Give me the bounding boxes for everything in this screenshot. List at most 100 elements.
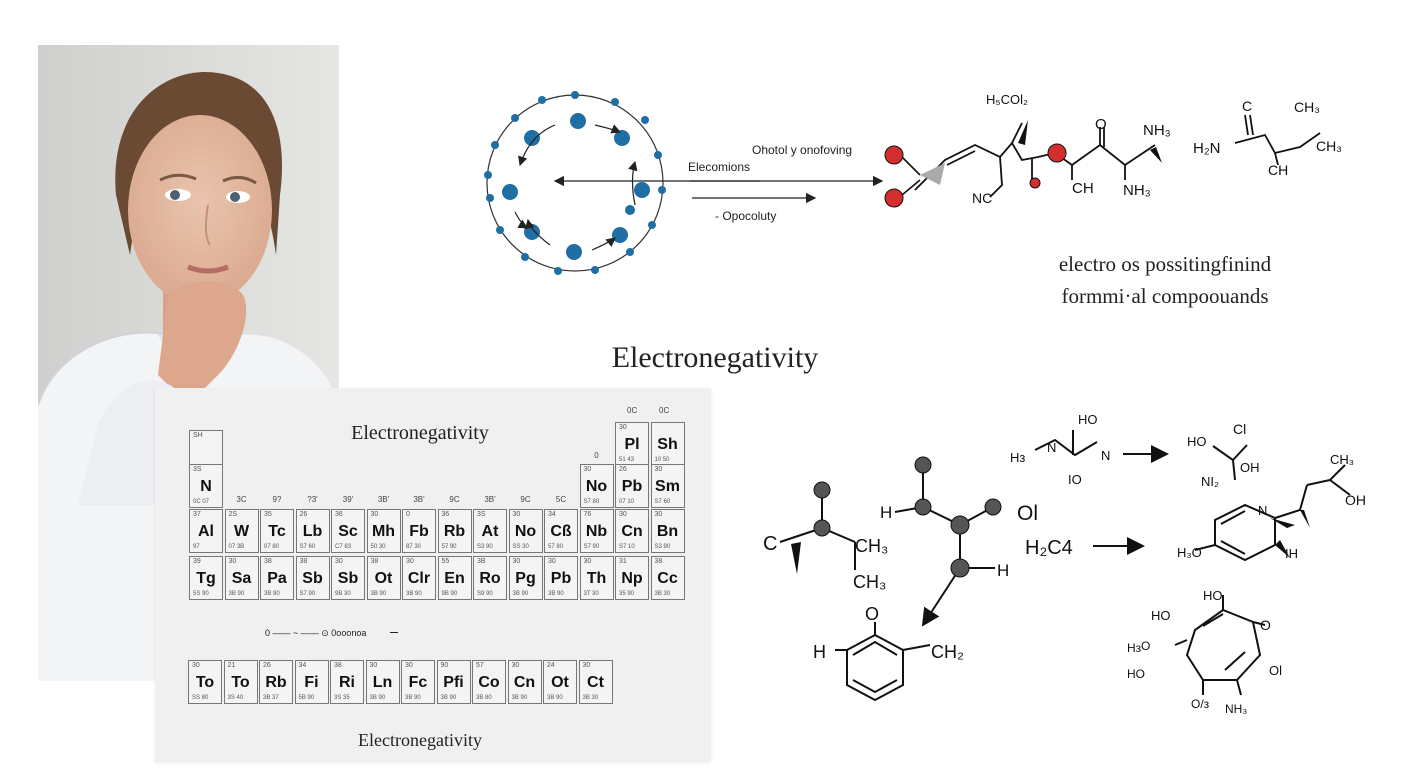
element-symbol: Fi xyxy=(304,674,319,691)
element-symbol: No xyxy=(514,523,537,540)
element-number: 34 xyxy=(298,662,307,669)
label-cl: Cl xyxy=(1233,421,1246,437)
element-number: 31 xyxy=(619,558,627,565)
element-symbol: Pl xyxy=(624,436,640,453)
element-symbol: Tc xyxy=(268,523,286,540)
element-symbol: Clr xyxy=(407,570,431,587)
corner-header-1: 0C xyxy=(627,406,638,415)
element-symbol: Rb xyxy=(265,674,287,691)
element-mass: 9B 30 xyxy=(335,591,351,597)
element-number: 3B xyxy=(477,558,486,565)
element-mass: 3B 90 xyxy=(548,591,564,597)
element-number: 30 xyxy=(406,558,414,565)
element-number: 26 xyxy=(299,511,308,518)
element-number: 30 xyxy=(405,662,413,669)
formula-top: H₅COl₂ xyxy=(986,92,1028,107)
element-symbol: At xyxy=(481,523,499,540)
element-symbol: Ln xyxy=(372,674,393,691)
label-ho-2: HO xyxy=(1187,434,1207,449)
label-ho-1: HO xyxy=(1078,412,1098,427)
element-mass: 3B 80 xyxy=(476,695,492,701)
element-number: 30 xyxy=(370,511,379,518)
element-number: 3S xyxy=(477,511,486,518)
element-symbol: Sb xyxy=(337,570,359,587)
element-mass: 3B 30 xyxy=(654,591,671,597)
element-number: 3S xyxy=(193,466,202,473)
label-o-ring: O xyxy=(865,604,879,624)
element-symbol: Tg xyxy=(196,570,216,587)
label-nc: NC xyxy=(972,190,992,206)
element-mass: 07 3B xyxy=(228,544,245,550)
element-number: 34 xyxy=(548,511,556,518)
label-ch3-1: CH₃ xyxy=(855,536,888,556)
label-ch3-2: CH₃ xyxy=(853,572,886,592)
element-mass: 0C 07 xyxy=(193,499,210,505)
element-mass: 07 80 xyxy=(264,544,280,550)
element-symbol: Np xyxy=(621,570,643,587)
element-symbol: Sh xyxy=(657,436,678,453)
label-ch3-3: CH₃ xyxy=(1330,452,1354,467)
element-number: 30 xyxy=(654,511,663,518)
element-number: 24 xyxy=(547,662,555,669)
element-symbol: Pa xyxy=(267,570,287,587)
element-mass: 87 30 xyxy=(406,544,422,550)
group-header: 3B' xyxy=(377,495,390,504)
element-symbol: To xyxy=(231,674,250,691)
element-number: 38 xyxy=(370,558,379,565)
table-footer: Electronegativity xyxy=(358,730,482,750)
element-mass: C7 83 xyxy=(335,544,352,550)
element-mass: 3B 90 xyxy=(228,591,245,597)
element-number: 30 xyxy=(619,424,627,431)
label-n-pyridine: N xyxy=(1258,503,1267,518)
element-mass: 97 xyxy=(193,544,200,550)
element-symbol: Cn xyxy=(513,674,536,691)
caption: electro os possitingfinind formmi·al com… xyxy=(1000,248,1330,312)
atom-label-1: Ohotol y onofoving xyxy=(752,143,852,157)
label-n-2: N xyxy=(1101,448,1110,463)
element-mass: S7 60 xyxy=(299,544,316,550)
element-mass: S7 90 xyxy=(583,544,600,550)
label-ol-ring: Ol xyxy=(1269,663,1282,678)
element-number: 35 xyxy=(264,511,272,518)
element-mass: 3B 90 xyxy=(440,695,457,701)
group-header: 39' xyxy=(342,495,354,504)
label-h-ring: H xyxy=(813,642,826,662)
label-h2n: H₂N xyxy=(1193,140,1221,157)
label-o3: O/з xyxy=(1191,697,1210,711)
label-ch-a: CH xyxy=(1072,180,1094,197)
element-mass: 3B 90 xyxy=(405,695,421,701)
element-mass: 51 43 xyxy=(619,457,635,463)
element-symbol: Pb xyxy=(550,570,572,587)
label-h-2: H xyxy=(997,561,1009,580)
corner-header-2: 0C xyxy=(659,406,670,415)
group-header: 9C xyxy=(449,495,460,504)
label-ol: Ol xyxy=(1017,502,1038,525)
label-o: O xyxy=(1095,116,1107,133)
element-mass: S7 10 xyxy=(619,544,635,550)
element-mass: SS 30 xyxy=(512,544,529,550)
table-arrow xyxy=(390,632,398,633)
label-ho-ring-1: HO xyxy=(1151,608,1171,623)
label-oh-1: OH xyxy=(1240,460,1260,475)
element-number: 0 xyxy=(406,511,410,518)
element-number: 55 xyxy=(441,558,450,565)
element-symbol: Cn xyxy=(621,523,643,540)
element-symbol: Ot xyxy=(374,570,393,587)
element-symbol: Ot xyxy=(551,674,569,691)
top-molecule-diagram: H₅COl₂ NC O NH₃ CH NH₃ C H₂N CH₃ CH₃ CH xyxy=(884,92,1342,208)
element-symbol: Fb xyxy=(409,523,429,540)
